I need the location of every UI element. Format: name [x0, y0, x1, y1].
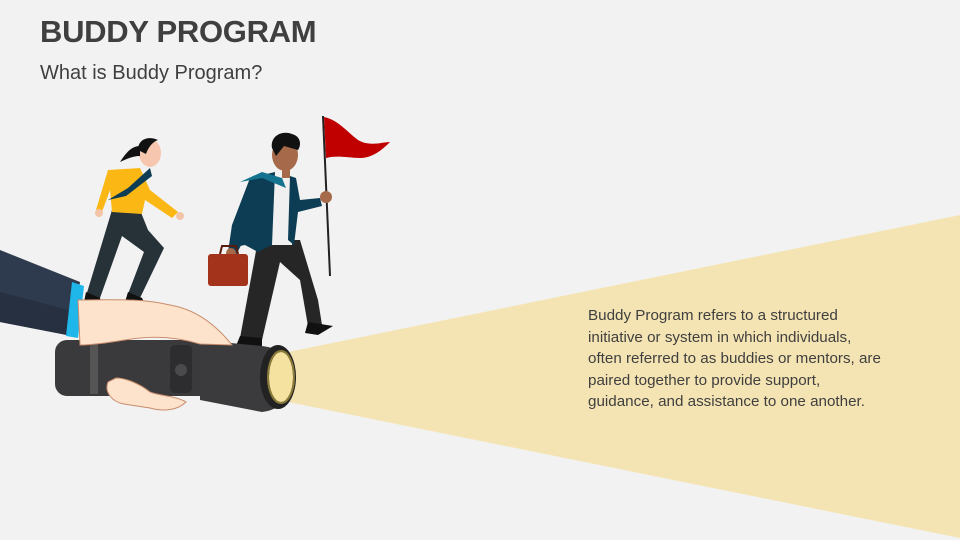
light-beam: [288, 215, 960, 538]
flashlight-icon: [55, 340, 296, 412]
description-text: Buddy Program refers to a structured ini…: [588, 307, 881, 410]
slide-subtitle: What is Buddy Program?: [40, 62, 263, 84]
hand: [77, 299, 234, 411]
flag-icon: [322, 115, 390, 277]
man-figure: [208, 132, 333, 348]
woman-figure: [84, 138, 184, 306]
arm-sleeve: [0, 250, 84, 338]
slide-title: BUDDY PROGRAM: [40, 14, 317, 49]
